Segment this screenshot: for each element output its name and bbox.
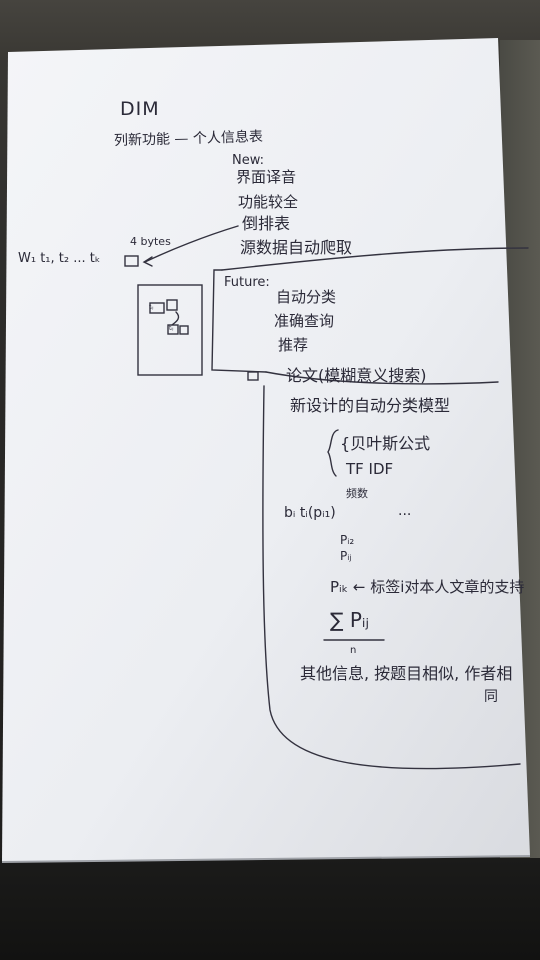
note-tiny-label: tᵢⱼ [169, 325, 174, 332]
note-sigma: ∑ Pᵢⱼ [330, 608, 369, 632]
lower-boundary [262, 385, 521, 770]
paper-icon [247, 371, 259, 381]
note-sigma-sub: n [350, 645, 357, 656]
note-future-item: 自动分类 [276, 288, 337, 306]
note-new-item: 功能较全 [238, 193, 299, 211]
doc-arrow [171, 311, 180, 326]
note-pi2: Pᵢ₂ [340, 533, 355, 547]
note-pik-line: Pᵢₖ ← 标签i对本人文章的支持 [330, 578, 525, 596]
note-paper-line: 论文(模糊意义搜索) [286, 366, 427, 385]
note-new-item: 倒排表 [242, 214, 291, 233]
note-other-line: 其他信息, 按题目相似, 作者相 [300, 664, 513, 683]
note-function-line: 列新功能 — 个人信息表 [113, 129, 264, 149]
note-freq-label: 频数 [346, 487, 368, 500]
note-w-row: W₁ t₁, t₂ ... tₖ [18, 251, 101, 266]
future-bracket [211, 269, 267, 373]
byte-box [124, 255, 139, 267]
note-bayes-line: {贝叶斯公式 [340, 434, 431, 453]
note-future-item: 准确查询 [274, 312, 335, 330]
note-tfidf-line: TF IDF [346, 460, 394, 478]
note-bytes-label: 4 bytes [130, 235, 171, 248]
doc-inner-box-2 [166, 299, 178, 311]
note-other-line-2: 同 [484, 689, 498, 705]
paper-sheet [2, 38, 530, 862]
note-pij: Pᵢⱼ [340, 549, 352, 563]
bayes-brace [327, 429, 339, 477]
arrow-to-list [144, 225, 239, 263]
note-future-label: Future: [224, 275, 270, 290]
note-tiny-label: tᵢⱼ [149, 304, 154, 311]
big-arc-right [265, 371, 499, 385]
big-arc-top [221, 247, 529, 271]
note-title: DIM [120, 98, 160, 120]
note-model-line: 新设计的自动分类模型 [290, 396, 451, 415]
note-dots: ... [398, 503, 412, 519]
note-new-item: 源数据自动爬取 [240, 238, 353, 257]
doc-inner-box-1 [149, 302, 165, 314]
note-future-item: 推荐 [278, 336, 309, 354]
arrow-head-left [142, 256, 153, 267]
document-sketch [137, 284, 203, 376]
note-new-label: New: [232, 153, 265, 168]
paper-shadow [1, 855, 531, 863]
note-new-item: 界面译音 [236, 168, 297, 186]
note-bi-row: bᵢ tᵢ(pᵢ₁) [284, 505, 336, 521]
dark-edge-bottom [0, 858, 540, 960]
doc-inner-box-4 [179, 325, 189, 335]
